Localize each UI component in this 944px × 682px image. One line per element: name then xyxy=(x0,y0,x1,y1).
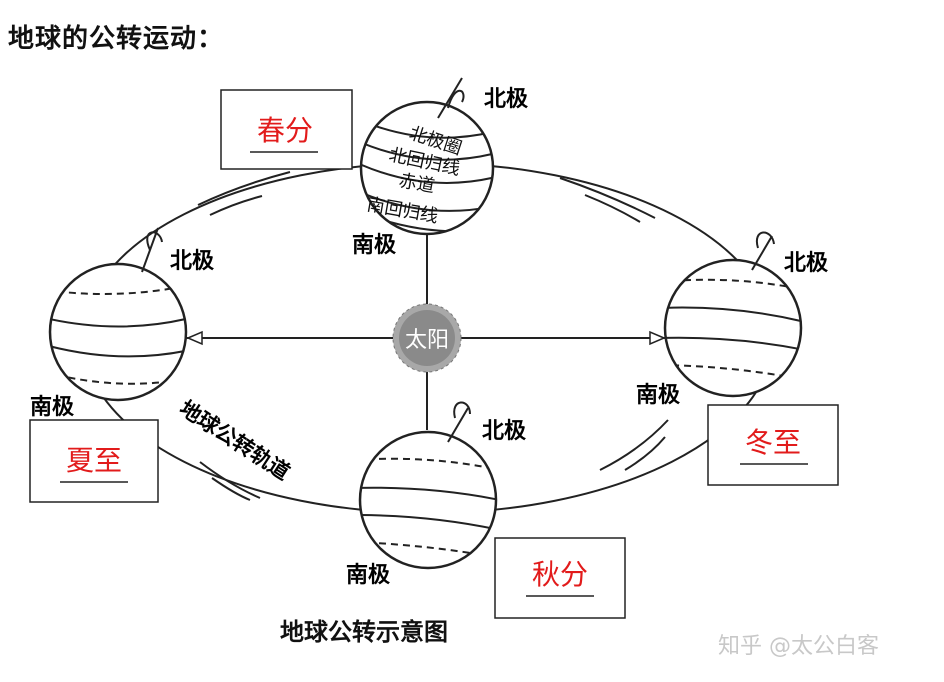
season-label-summer: 夏至 xyxy=(66,444,122,477)
arrow-right-icon xyxy=(650,332,664,344)
diagram-caption: 地球公转示意图 xyxy=(280,612,448,647)
earth-globe-winter xyxy=(660,260,805,396)
rotation-arrow-icon xyxy=(448,402,470,442)
season-label-autumn: 秋分 xyxy=(532,558,588,591)
south-pole-label-winter: 南极 xyxy=(636,383,681,408)
season-label-winter: 冬至 xyxy=(745,426,801,459)
north-pole-label-summer: 北极 xyxy=(170,249,215,274)
north-pole-label-autumn: 北极 xyxy=(482,419,527,444)
earth-globe-summer xyxy=(45,264,190,400)
earth-globe-autumn xyxy=(355,432,500,568)
rotation-arrow-icon xyxy=(142,228,162,272)
north-pole-label-winter: 北极 xyxy=(784,251,829,276)
sun-label: 太阳 xyxy=(405,328,449,353)
season-label-spring: 春分 xyxy=(257,114,313,147)
south-pole-label-autumn: 南极 xyxy=(346,563,391,588)
south-pole-label-spring: 南极 xyxy=(352,233,397,258)
north-pole-label-spring: 北极 xyxy=(484,87,529,112)
orbit-label: 地球公转轨道 xyxy=(175,396,294,485)
rotation-arrow-icon xyxy=(752,232,774,270)
south-pole-label-summer: 南极 xyxy=(30,395,75,420)
arrow-left-icon xyxy=(188,332,202,344)
watermark-text: 知乎 @太公白客 xyxy=(718,628,879,660)
